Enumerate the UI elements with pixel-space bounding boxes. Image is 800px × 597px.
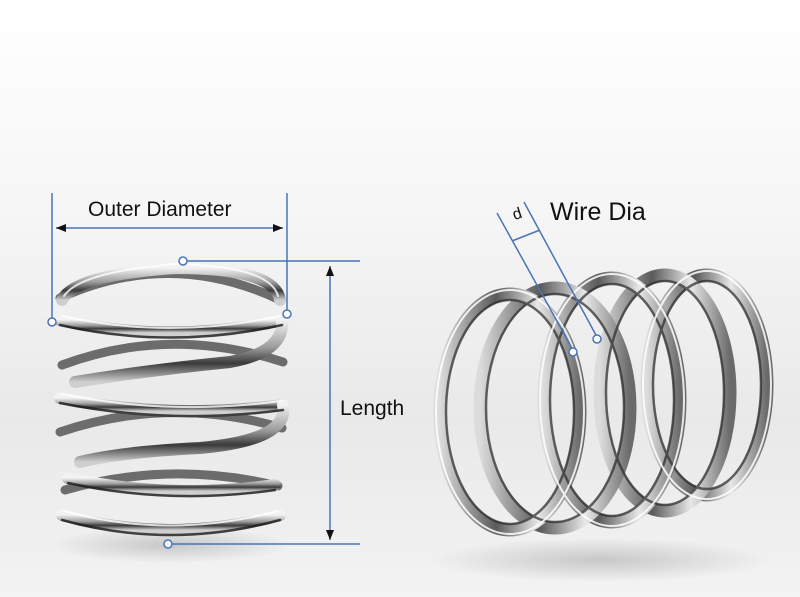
outer-right-marker <box>282 309 292 319</box>
right-spring-shadow <box>430 538 770 582</box>
wire-outer-marker <box>592 334 602 344</box>
wire-dia-dimension <box>496 201 602 357</box>
arrow-down-icon <box>326 530 334 540</box>
left-spring <box>50 261 290 563</box>
length-top-marker <box>178 256 188 266</box>
length-dimension <box>163 256 360 549</box>
arrow-up-icon <box>326 266 334 276</box>
wire-inner-marker <box>568 347 578 357</box>
outer-left-marker <box>47 317 57 327</box>
arrow-right-icon <box>273 224 283 232</box>
outer-diameter-dimension <box>47 193 292 327</box>
length-label: Length <box>340 397 405 420</box>
length-bottom-marker <box>163 539 173 549</box>
wire-dia-label: Wire Dia <box>550 198 646 226</box>
right-spring <box>430 268 774 582</box>
arrow-left-icon <box>56 224 66 232</box>
outer-diameter-label: Outer Diameter <box>88 198 232 221</box>
